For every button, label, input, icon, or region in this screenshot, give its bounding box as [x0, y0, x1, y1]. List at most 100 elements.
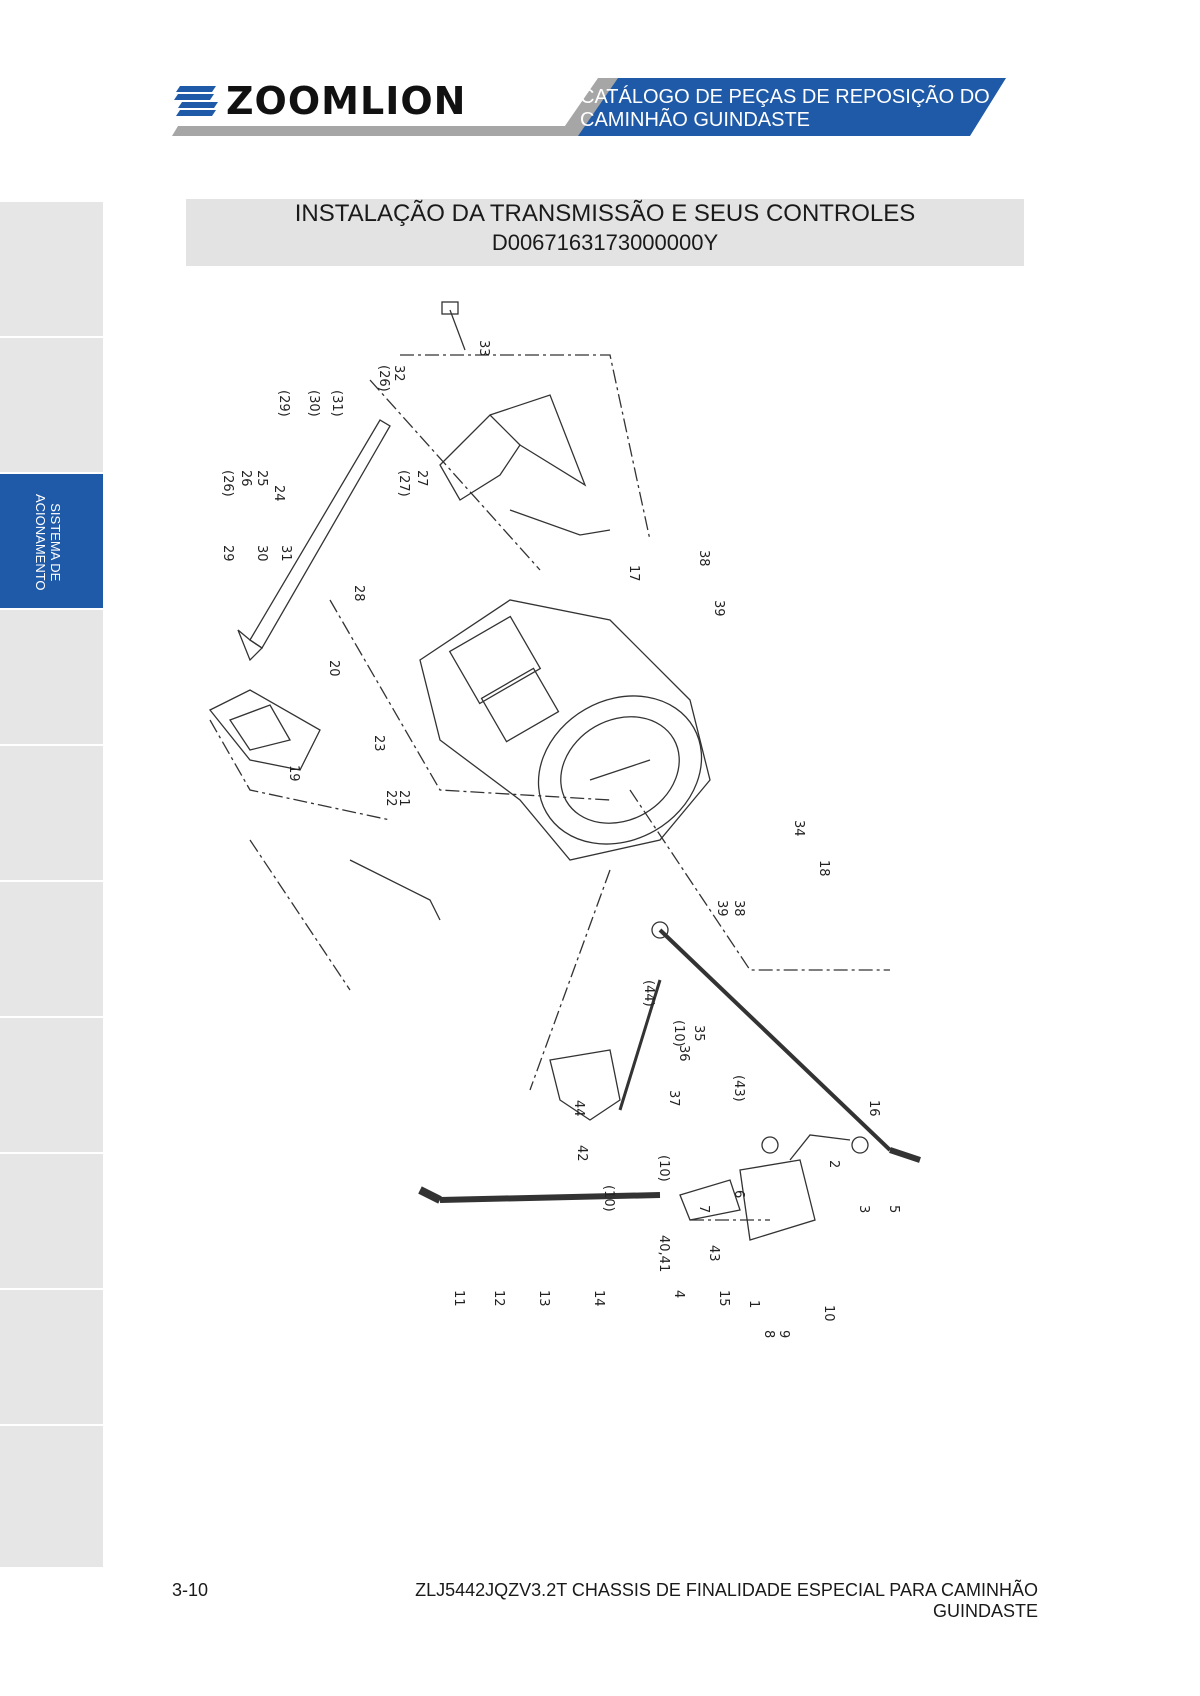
part-label: 35 [691, 1025, 706, 1042]
sidebar-tab[interactable] [0, 1018, 103, 1154]
rear-mount-bracket [439, 414, 521, 501]
document-title: ZLJ5442JQZV3.2T CHASSIS DE FINALIDADE ES… [318, 1580, 1038, 1622]
frame-rail-outline-top [400, 354, 651, 541]
part-label: (29) [276, 390, 291, 417]
part-label: 40,41 [656, 1235, 671, 1272]
front-rail-section [349, 859, 441, 921]
page-number: 3-10 [172, 1580, 209, 1600]
sidebar-tab[interactable] [0, 338, 103, 474]
part-label: 14 [591, 1290, 606, 1307]
sidebar-tab[interactable] [0, 202, 103, 338]
part-label: (27) [396, 470, 411, 497]
part-label: (44) [641, 980, 656, 1007]
part-label: (30) [306, 390, 321, 417]
part-label: 15 [716, 1290, 731, 1307]
part-label: 12 [491, 1290, 506, 1307]
bracket-42 [549, 1049, 621, 1121]
part-label: 38 [731, 900, 746, 917]
part-label: 38 [696, 550, 711, 567]
exploded-parts-diagram: 33 (26) 32 (29) (30) (31) (26) 26 25 24 … [208, 301, 921, 1338]
sidebar-tab[interactable] [0, 1426, 103, 1569]
crossmember [249, 419, 391, 649]
part-label: 25 [254, 470, 269, 487]
part-label: 6 [731, 1190, 746, 1198]
bolt-head-33 [441, 301, 459, 315]
part-label: (26) [220, 470, 235, 497]
sidebar-tab[interactable] [0, 1154, 103, 1290]
part-label: 5 [886, 1205, 901, 1213]
part-label: 4 [671, 1290, 686, 1298]
document-title-line1: ZLJ5442JQZV3.2T CHASSIS DE FINALIDADE ES… [415, 1580, 1038, 1600]
part-label-33: 33 [476, 340, 491, 357]
sidebar-tab[interactable] [0, 746, 103, 882]
frame-rail-outline-left [209, 719, 391, 821]
part-label: 43 [706, 1245, 721, 1262]
part-label: (43) [731, 1075, 746, 1102]
catalog-title: CATÁLOGO DE PEÇAS DE REPOSIÇÃO DO CAMINH… [580, 86, 1000, 132]
input-shaft [589, 759, 651, 781]
part-label: 26 [238, 470, 253, 487]
part-label: 27 [414, 470, 429, 487]
part-label: 20 [326, 660, 341, 677]
sidebar-tab-label-line2: ACIONAMENTO [33, 494, 48, 591]
header-gray-bar [172, 126, 572, 136]
part-label: 24 [271, 485, 286, 502]
document-title-line2: GUINDASTE [932, 1601, 1038, 1621]
part-label: 3 [856, 1205, 871, 1213]
part-label: (26) [376, 365, 391, 392]
part-label: 32 [391, 365, 406, 382]
link-rod-37 [618, 979, 662, 1111]
part-label: 28 [351, 585, 366, 602]
part-label: 30 [254, 545, 269, 562]
diagram-leader-line [529, 869, 611, 1091]
part-label: 18 [816, 860, 831, 877]
part-label: 1 [746, 1300, 761, 1308]
shift-tower [448, 615, 542, 705]
section-code: D0067163173000000Y [491, 230, 719, 255]
sidebar-tab[interactable] [0, 882, 103, 1018]
catalog-title-line1: CATÁLOGO DE PEÇAS DE REPOSIÇÃO DO [580, 86, 990, 108]
brand-name: ZOOMLION [226, 79, 467, 123]
shift-lever-shaft [439, 1192, 661, 1203]
part-label: 10 [821, 1305, 836, 1322]
part-label: 29 [220, 545, 235, 562]
part-label: 13 [536, 1290, 551, 1307]
transmission-housing [419, 599, 711, 861]
diagram-leader-line [329, 599, 611, 801]
part-label: 34 [791, 820, 806, 837]
part-label: 11 [451, 1290, 466, 1307]
rod-clevis [889, 1147, 921, 1163]
catalog-banner [558, 78, 1006, 136]
rear-rail-section [509, 509, 611, 536]
frame-rail-outline-left [249, 839, 351, 991]
catalog-title-line2: CAMINHÃO GUINDASTE [580, 109, 811, 131]
part-label: 23 [371, 735, 386, 752]
transmission-cover [480, 667, 560, 743]
part-label: (31) [329, 390, 344, 417]
part-label: (10) [656, 1155, 671, 1182]
shifter-housing [739, 1159, 816, 1241]
sidebar-tab-label-line1: SISTEMA DE [48, 503, 63, 582]
part-label: 36 [676, 1045, 691, 1062]
diagram-leader-line [629, 789, 890, 971]
part-label: 9 [776, 1330, 791, 1338]
shift-rod [658, 928, 892, 1152]
sidebar-tab[interactable] [0, 610, 103, 746]
washer-2 [761, 1136, 779, 1154]
boot-15 [679, 1179, 741, 1221]
spring-assembly [789, 1134, 851, 1161]
part-label: 7 [696, 1205, 711, 1213]
sidebar-tab[interactable] [0, 1290, 103, 1426]
section-title: INSTALAÇÃO DA TRANSMISSÃO E SEUS CONTROL… [294, 200, 916, 227]
sidebar-tab-sistema-de-acionamento[interactable]: SISTEMA DE ACIONAMENTO [0, 474, 103, 610]
part-label: 8 [761, 1330, 776, 1338]
part-label: 19 [286, 765, 301, 782]
part-label: 2 [826, 1160, 841, 1168]
section-title-box: INSTALAÇÃO DA TRANSMISSÃO E SEUS CONTROL… [186, 199, 1024, 266]
clutch-bell-housing [537, 695, 703, 845]
bolt-33 [449, 309, 466, 351]
part-label: 39 [711, 600, 726, 617]
part-label: (10) [671, 1020, 686, 1047]
zoomlion-logo-icon [174, 86, 218, 116]
lever-knob-11 [418, 1186, 442, 1204]
